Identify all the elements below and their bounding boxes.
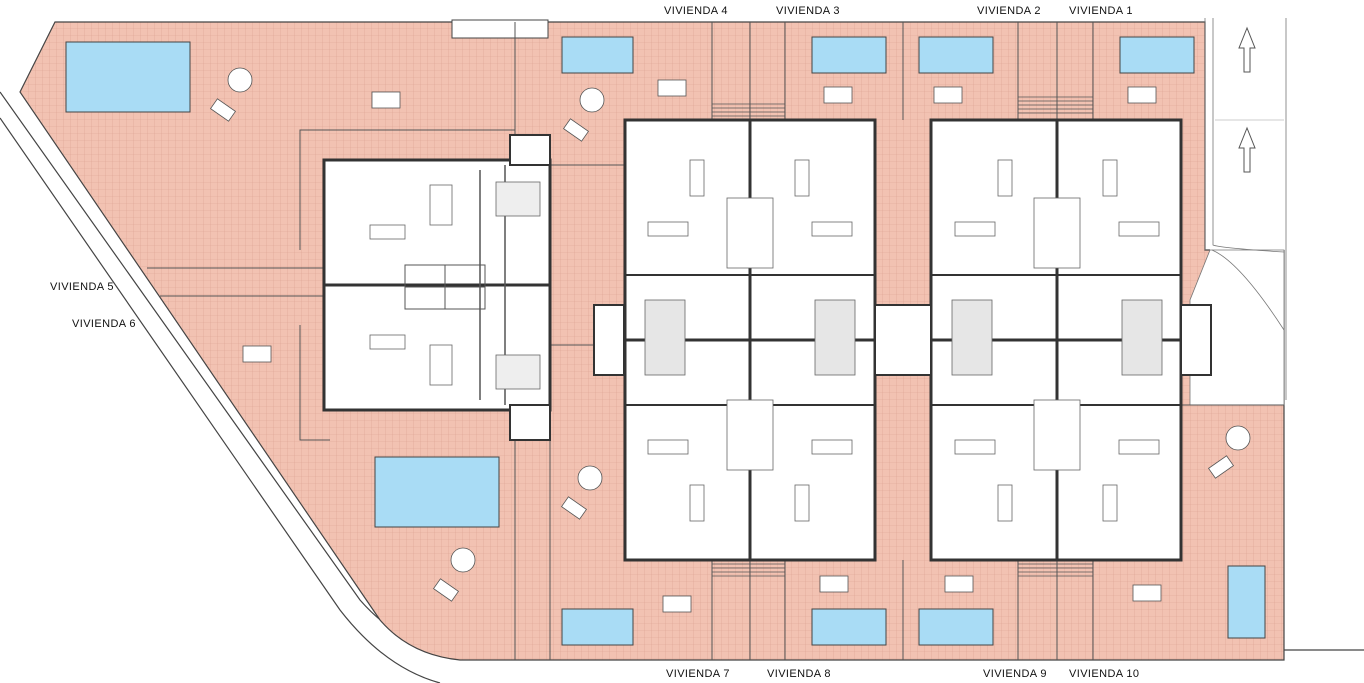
arrow-up-icon	[1238, 26, 1256, 173]
label-vivienda-8: VIVIENDA 8	[767, 668, 831, 680]
gate	[451, 19, 549, 39]
label-vivienda-4: VIVIENDA 4	[664, 5, 728, 17]
spiral-stairs	[209, 67, 1251, 602]
outdoor-tables	[242, 79, 1162, 613]
terrace-steps	[712, 96, 1093, 577]
label-vivienda-9: VIVIENDA 9	[983, 668, 1047, 680]
label-vivienda-1: VIVIENDA 1	[1069, 5, 1133, 17]
watermark: domoplius.lt	[4, 4, 101, 23]
label-vivienda-3: VIVIENDA 3	[776, 5, 840, 17]
pools	[65, 36, 1266, 646]
building-1-2-7-9-block	[593, 118, 1212, 562]
driveway	[1189, 18, 1287, 406]
label-vivienda-2: VIVIENDA 2	[977, 5, 1041, 17]
label-vivienda-6: VIVIENDA 6	[72, 318, 136, 330]
label-vivienda-10: VIVIENDA 10	[1069, 668, 1140, 680]
building-5-6	[322, 134, 552, 441]
label-vivienda-7: VIVIENDA 7	[666, 668, 730, 680]
label-vivienda-5: VIVIENDA 5	[50, 281, 114, 293]
